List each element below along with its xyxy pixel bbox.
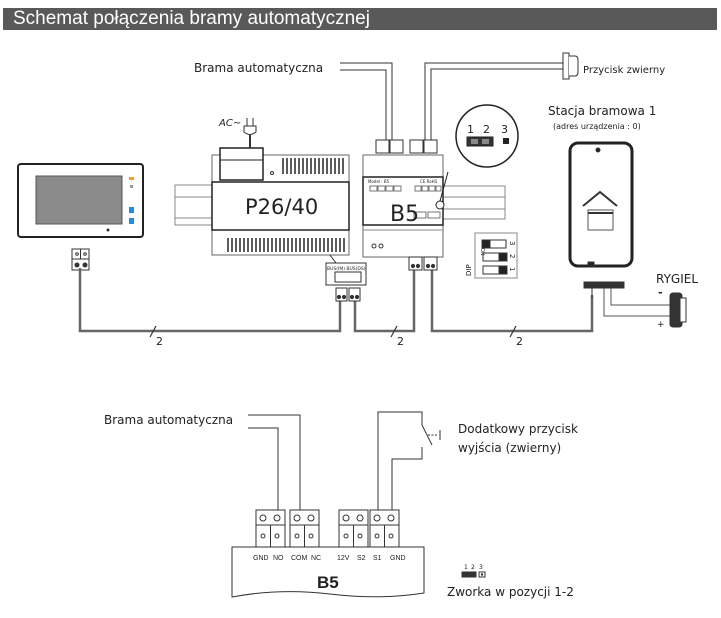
lock-minus: - — [658, 286, 663, 299]
screw-icon — [342, 514, 350, 522]
b5-bottom-label: B5 — [317, 573, 339, 592]
screw-icon — [373, 514, 381, 522]
screw-icon — [307, 514, 315, 522]
screw-icon — [293, 514, 301, 522]
screw-icon — [387, 514, 395, 522]
terminal-label: NO — [273, 555, 284, 562]
gate-label-top: Brama automatyczna — [194, 61, 323, 75]
b5-ce: CE RoHS — [420, 179, 438, 184]
jumper-number-3: 3 — [501, 123, 508, 136]
gate-station — [568, 141, 634, 298]
station-title: Stacja bramowa 1 — [548, 104, 656, 118]
monitor-button-icon — [129, 218, 134, 224]
title-bar: Schemat połączenia bramy automatycznej — [3, 8, 717, 30]
jumper-small-number-2: 2 — [471, 564, 475, 571]
gate-wires-bottom — [248, 414, 301, 510]
jumper-small — [461, 571, 486, 578]
b5-bottom-terminals — [408, 256, 438, 271]
button-label-line1: Dodatkowy przycisk — [458, 422, 578, 436]
station-subtitle: (adres urządzenia : 0) — [553, 122, 641, 131]
wire-count-2: 2 — [397, 335, 404, 348]
b5-module — [362, 154, 506, 258]
monitor — [17, 163, 144, 238]
power-unit-label: P26/40 — [245, 195, 318, 219]
terminal-label: COM — [291, 555, 308, 562]
terminal-label: GND — [390, 555, 406, 562]
jumper-number-2: 2 — [483, 123, 490, 136]
gate-wires-top — [340, 62, 393, 140]
terminal-label: S1 — [373, 555, 382, 562]
jumper-caption: Zworka w pozycji 1-2 — [447, 585, 574, 599]
gate-label-bottom: Brama automatyczna — [104, 413, 233, 427]
screw-icon — [273, 514, 281, 522]
jumper-number-1: 1 — [467, 123, 474, 136]
terminal-label: 12V — [337, 555, 350, 562]
screw-icon — [356, 514, 364, 522]
screw-icon — [259, 514, 267, 522]
bottom-terminals — [255, 509, 400, 548]
b5-bottom-body — [231, 546, 425, 598]
dip-number-1: 1 — [508, 267, 516, 271]
dip-on-label: ON — [479, 248, 485, 256]
lock-label: RYGIEL — [656, 272, 698, 286]
dip-label: DIP — [465, 264, 473, 276]
b5-top-terminals — [375, 139, 438, 154]
button-wires-bottom — [377, 411, 441, 510]
bus-cable — [78, 268, 594, 333]
monitor-led-icon — [129, 177, 134, 180]
button-label-top: Przycisk zwierny — [583, 65, 665, 76]
lock-plus: + — [657, 320, 665, 330]
push-button-icon — [562, 52, 579, 80]
terminal-label: GND — [253, 555, 269, 562]
dip-number-3: 3 — [508, 241, 516, 245]
dip-number-2: 2 — [508, 254, 516, 258]
jumper-small-number-3: 3 — [479, 564, 483, 571]
button-wires-top — [424, 62, 563, 140]
dip-switch — [474, 232, 518, 279]
jumper-small-number-1: 1 — [464, 564, 468, 571]
b5-model: Model : B5 — [368, 179, 390, 184]
ac-plug-icon — [243, 118, 257, 148]
wire-count-3: 2 — [516, 335, 523, 348]
bus-connector — [325, 254, 367, 302]
lock-icon — [603, 288, 687, 328]
page-title: Schemat połączenia bramy automatycznej — [13, 8, 370, 29]
terminal-label: S2 — [357, 555, 366, 562]
wire-count-1: 2 — [156, 335, 163, 348]
ac-label: AC~ — [218, 118, 241, 129]
terminal-label: NC — [311, 555, 321, 562]
jumper-magnifier — [455, 104, 519, 168]
monitor-button-icon — [129, 207, 134, 213]
b5-label: B5 — [390, 202, 419, 227]
button-label-line2: wyjścia (zwierny) — [458, 441, 561, 455]
bus-labels: BUS(IM) BUS(DS) — [327, 266, 366, 272]
monitor-terminal — [71, 248, 90, 271]
power-unit — [174, 147, 350, 256]
